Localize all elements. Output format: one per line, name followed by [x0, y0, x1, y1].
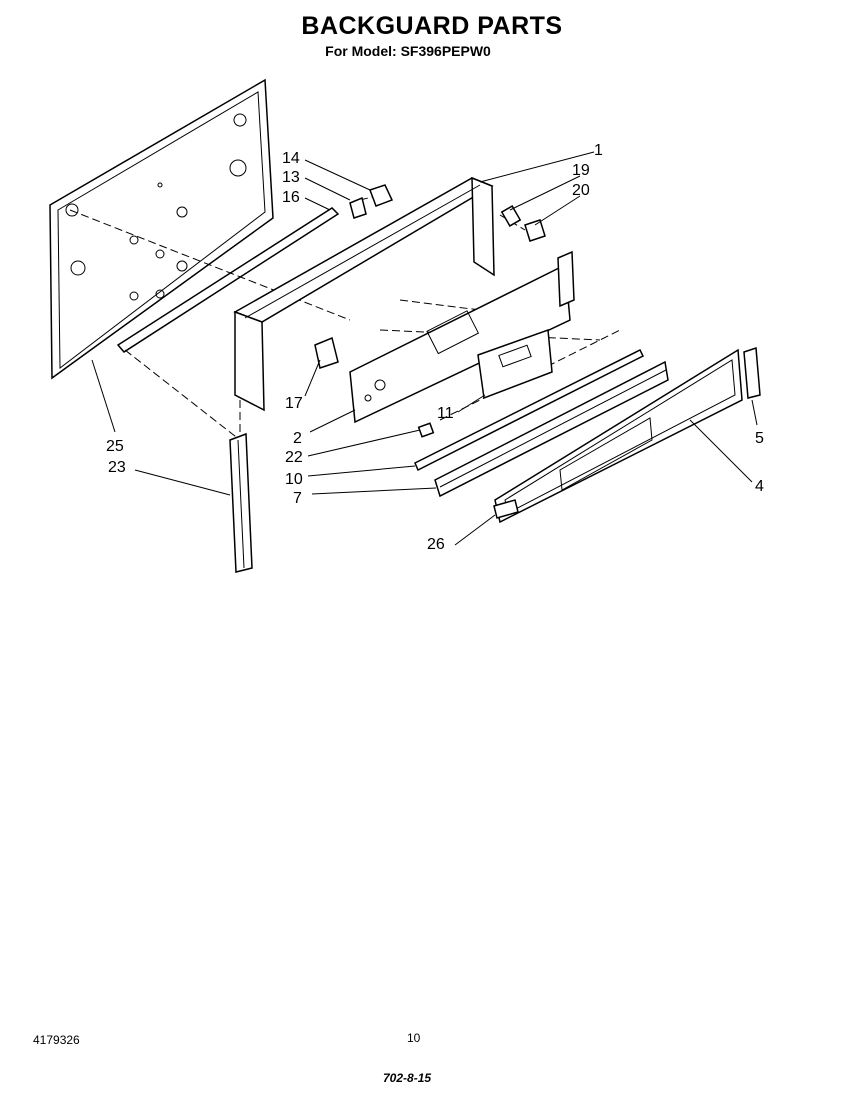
part-rod: [116, 207, 340, 353]
part-side-bracket: [229, 432, 253, 573]
callout-16: 16: [282, 189, 300, 206]
callout-14: 14: [282, 150, 300, 167]
part-end-cap: [743, 346, 761, 399]
part-rear-panel: [49, 78, 274, 380]
callout-7: 7: [293, 490, 302, 507]
leader-lines: [91, 151, 758, 546]
part-switch-17: [314, 336, 339, 369]
part-clip-14: [369, 184, 394, 207]
callout-5: 5: [755, 430, 764, 447]
callout-4: 4: [755, 478, 764, 495]
callout-2: 2: [293, 430, 302, 447]
part-number: 4179326: [33, 1033, 80, 1047]
part-extrusion-7: [434, 360, 669, 498]
callout-17: 17: [285, 395, 303, 412]
part-trim-10: [414, 348, 645, 472]
page-number: 10: [407, 1031, 421, 1045]
part-control-panel: [349, 250, 575, 424]
part-clock: [477, 328, 553, 400]
callout-25: 25: [106, 438, 124, 455]
part-lamp-19: [500, 205, 522, 227]
callout-23: 23: [108, 459, 126, 476]
callout-22: 22: [285, 449, 303, 466]
callout-13: 13: [282, 169, 300, 186]
document-code: 702-8-15: [383, 1071, 432, 1085]
model-subtitle: For Model: SF396PEPW0: [325, 43, 491, 59]
callout-19: 19: [572, 162, 590, 179]
callout-1: 1: [594, 142, 603, 159]
part-holder-20: [524, 219, 546, 242]
callout-20: 20: [572, 182, 590, 199]
part-backguard-shell: [233, 176, 495, 412]
callout-11: 11: [437, 405, 454, 422]
callout-10: 10: [285, 471, 303, 488]
part-knob-22: [417, 422, 435, 438]
part-clip-13: [349, 196, 367, 219]
page-title: BACKGUARD PARTS: [301, 12, 563, 40]
callout-26: 26: [427, 536, 445, 553]
part-block-26: [493, 499, 519, 519]
